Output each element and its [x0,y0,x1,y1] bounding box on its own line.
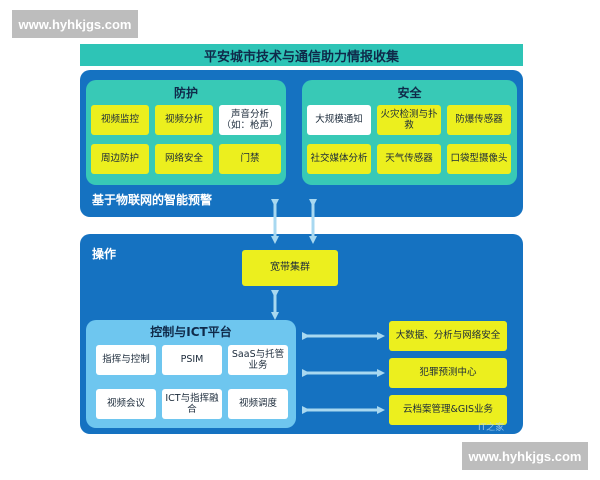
corner-logo: IT之家 [478,423,505,433]
iot-warning-label: 基于物联网的智能预警 [92,193,213,207]
broadband-cluster-box: 宽带集群 [242,250,338,286]
box-crime-prediction: 犯罪预测中心 [389,358,507,388]
tile-video-dispatch: 视频调度 [228,389,288,419]
tile-ict-command-fusion: ICT与指挥融合 [162,389,222,419]
box-cloud-archive-gis: 云档案管理&GIS业务 [389,395,507,425]
tile-access-control: 门禁 [219,144,281,174]
diagram-title: 平安城市技术与通信助力情报收集 [80,44,523,66]
tile-pocket-camera: 口袋型摄像头 [447,144,511,174]
tile-video-monitoring: 视频监控 [91,105,149,135]
protection-title: 防护 [173,85,198,100]
watermark-bottom: www.hyhkjgs.com [462,442,588,470]
tile-weather-sensor: 天气传感器 [377,144,441,174]
tile-command-control: 指挥与控制 [96,345,156,375]
box-big-data-security: 大数据、分析与网络安全 [389,321,507,351]
watermark-top: www.hyhkjgs.com [12,10,138,38]
tile-sound-analysis: 声音分析（如：枪声） [219,105,281,135]
tile-network-security: 网络安全 [155,144,213,174]
operation-label: 操作 [92,247,117,261]
tile-social-media-analysis: 社交媒体分析 [307,144,371,174]
tile-fire-detection: 火灾检测与扑救 [377,105,441,135]
tile-perimeter-protection: 周边防护 [91,144,149,174]
tile-explosion-sensor: 防爆传感器 [447,105,511,135]
tile-video-analysis: 视频分析 [155,105,213,135]
tile-saas-hosting: SaaS与托管业务 [228,345,288,375]
ict-platform-title: 控制与ICT平台 [150,324,232,339]
tile-video-conference: 视频会议 [96,389,156,419]
tile-mass-notification: 大规模通知 [307,105,371,135]
security-title: 安全 [397,85,422,100]
tile-psim: PSIM [162,345,222,375]
